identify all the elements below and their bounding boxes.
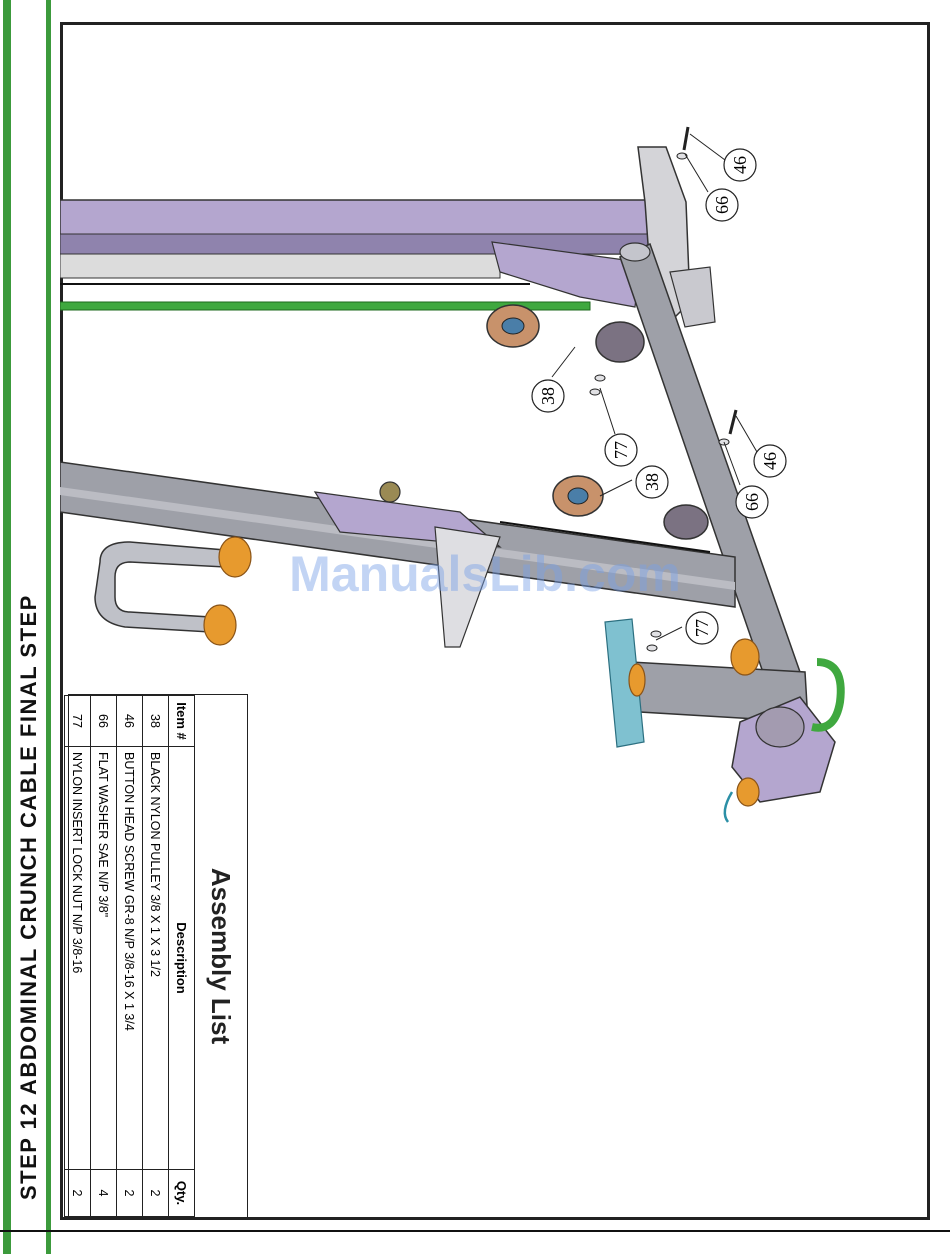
item-number: 46 [117, 696, 143, 747]
callout-38-upper: 38 [532, 380, 564, 412]
item-qty: 2 [65, 1170, 91, 1217]
item-description: NYLON INSERT LOCK NUT N/P 3/8-16 [65, 747, 91, 1170]
callout-77-lower: 77 [686, 612, 718, 644]
table-row: 38 BLACK NYLON PULLEY 3/8 X 1 X 3 1/2 2 [143, 696, 169, 1217]
page-left-accent-bar [3, 0, 11, 1254]
item-description: FLAT WASHER SAE N/P 3/8" [91, 747, 117, 1170]
callout-label: 66 [742, 493, 762, 511]
item-number: 77 [65, 696, 91, 747]
callout-46-upper: 46 [724, 149, 756, 181]
callout-label: 46 [730, 156, 750, 174]
assembly-list-grid: Item # Description Qty. 38 BLACK NYLON P… [64, 695, 195, 1217]
column-header-qty: Qty. [169, 1170, 195, 1217]
item-description: BUTTON HEAD SCREW GR-8 N/P 3/8-16 X 1 3/… [117, 747, 143, 1170]
table-row: 77 NYLON INSERT LOCK NUT N/P 3/8-16 2 [65, 696, 91, 1217]
callout-label: 77 [611, 441, 631, 459]
page-title-accent-bar [46, 0, 51, 1254]
table-header-row: Item # Description Qty. [169, 696, 195, 1217]
callout-46-lower: 46 [754, 445, 786, 477]
leg-roller-handle [95, 537, 251, 645]
step-title: STEP 12 ABDOMINAL CRUNCH CABLE FINAL STE… [12, 480, 46, 1200]
item-qty: 2 [117, 1170, 143, 1217]
watermark: ManualsLib.com [265, 545, 705, 603]
upper-pulley-and-spacer [487, 305, 644, 362]
callout-label: 77 [692, 619, 712, 637]
callout-66-lower: 66 [736, 486, 768, 518]
column-header-item: Item # [169, 696, 195, 747]
item-number: 66 [91, 696, 117, 747]
callout-66-upper: 66 [706, 189, 738, 221]
item-description: BLACK NYLON PULLEY 3/8 X 1 X 3 1/2 [143, 747, 169, 1170]
callout-label: 38 [538, 387, 558, 405]
callout-label: 38 [642, 473, 662, 491]
callout-77-upper: 77 [605, 434, 637, 466]
callout-38-lower: 38 [636, 466, 668, 498]
item-qty: 4 [91, 1170, 117, 1217]
callout-label: 66 [712, 196, 732, 214]
table-row: 46 BUTTON HEAD SCREW GR-8 N/P 3/8-16 X 1… [117, 696, 143, 1217]
item-number: 38 [143, 696, 169, 747]
table-row: 66 FLAT WASHER SAE N/P 3/8" 4 [91, 696, 117, 1217]
page-bottom-rule [0, 1230, 950, 1232]
callout-label: 46 [760, 452, 780, 470]
assembly-list-table: Assembly List Item # Description Qty. 38… [68, 694, 248, 1218]
column-header-description: Description [169, 747, 195, 1170]
item-qty: 2 [143, 1170, 169, 1217]
assembly-list-title: Assembly List [195, 695, 247, 1217]
